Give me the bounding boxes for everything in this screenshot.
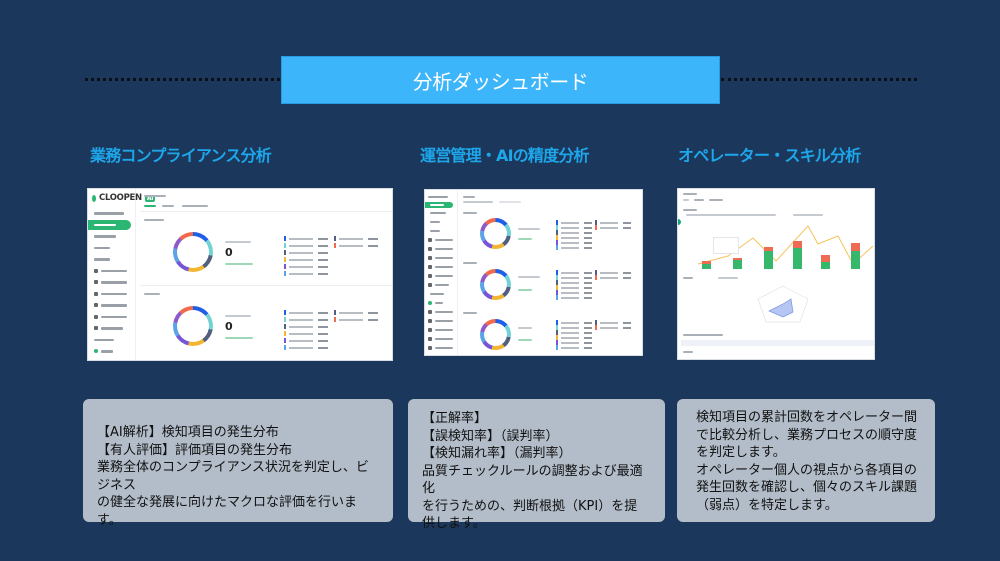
description-line: 業務全体のコンプライアンス状況を判定し、ビジネス — [97, 460, 369, 493]
mini-nav-item — [88, 231, 135, 242]
description-card-accuracy: 【正解率】 【誤検知率】（誤判率） 【検知漏れ率】（漏判率） 品質チェックルール… — [408, 399, 665, 531]
description-card-operator-skill: 検知項目の累計回数をオペレーター間 で比較分析し、業務プロセスの順守度 を判定し… — [677, 399, 935, 522]
dotted-rule-left — [85, 78, 280, 81]
donut-chart — [480, 218, 511, 249]
mini-nav-item — [88, 323, 135, 334]
page-title-banner: 分析ダッシュボード — [281, 56, 720, 104]
description-line: の健全な発展に向けたマクロな評価を行います。 — [97, 495, 358, 528]
description-card-compliance: 【AI解析】検知項目の発生分布 【有人評価】評価項目の発生分布 業務全体のコンプ… — [83, 399, 393, 528]
description-line: 検知項目の累計回数をオペレーター間 — [696, 410, 918, 425]
screenshot-accuracy-dashboard — [424, 189, 643, 356]
mini-nav-item — [88, 266, 135, 277]
section-title-accuracy: 運営管理・AIの精度分析 — [420, 146, 590, 165]
logo-ring-icon — [92, 194, 96, 202]
mini-nav-item — [88, 277, 135, 288]
drag-handle-icon — [678, 219, 681, 225]
description-line: 【検知漏れ率】（漏判率） — [422, 446, 572, 461]
description-line: 供します。 — [422, 516, 486, 531]
mini-nav-item-active — [88, 219, 131, 230]
description-line: 品質チェックルールの調整および最適化 — [422, 463, 643, 497]
description-line: を判定します。 — [696, 445, 786, 460]
mini-sidebar — [425, 190, 458, 355]
mini-user — [88, 346, 135, 357]
mini-nav-item — [88, 243, 135, 254]
description-line: 発生回数を確認し、個々のスキル課題 — [696, 480, 918, 495]
description-line: （弱点）を特定します。 — [696, 497, 838, 513]
donut-chart — [480, 269, 511, 300]
description-line: 【誤検知率】（誤判率） — [422, 428, 559, 444]
description-line: を行うための、判断根拠（KPI）を提 — [422, 498, 638, 514]
donut-chart — [173, 232, 213, 272]
mini-logo: CLOOPEN AI — [88, 189, 156, 207]
mini-nav-item — [88, 208, 135, 219]
description-line: オペレーター個人の視点から各項目の — [696, 462, 918, 478]
section-title-operator-skill: オペレーター・スキル分析 — [678, 146, 861, 165]
description-line: で比較分析し、業務プロセスの順守度 — [696, 427, 918, 443]
description-line: 【有人評価】評価項目の発生分布 — [97, 442, 293, 458]
mini-nav-item — [88, 335, 135, 346]
mini-sidebar: CLOOPEN AI — [88, 189, 156, 360]
section-title-compliance: 業務コンプライアンス分析 — [90, 146, 272, 165]
description-line: 【AI解析】検知項目の発生分布 — [97, 425, 279, 440]
screenshot-compliance-dashboard: CLOOPEN AI 0 0 — [87, 188, 393, 361]
donut-chart — [480, 319, 511, 350]
dotted-rule-right — [721, 78, 917, 81]
mini-nav-item — [88, 289, 135, 300]
stacked-bar-line-chart — [697, 225, 874, 269]
page-title: 分析ダッシュボード — [412, 69, 589, 94]
mini-nav-item — [88, 300, 135, 311]
radar-chart — [757, 285, 809, 323]
description-line: 【正解率】 — [422, 411, 488, 426]
chart-tooltip — [713, 237, 739, 254]
mini-nav-item — [88, 254, 135, 265]
table-header — [681, 340, 874, 346]
screenshot-operator-skill-dashboard — [677, 188, 875, 360]
donut-chart — [173, 306, 213, 346]
mini-nav-item — [88, 312, 135, 323]
